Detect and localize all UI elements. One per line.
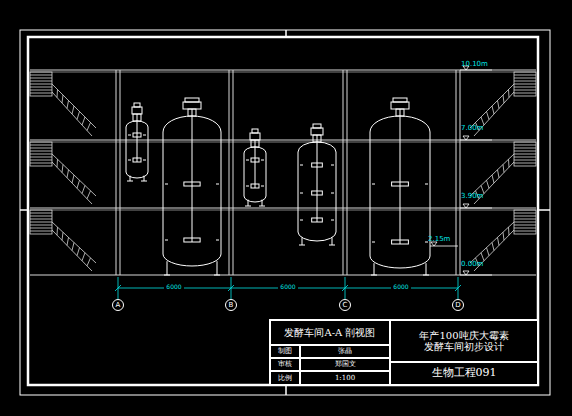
field-label: 审核 [270,358,300,371]
elevation-marks [430,66,492,275]
field-value: 郑国文 [300,358,390,371]
axis-bubble: C [339,299,351,311]
cell-text: 发酵车间A-A 剖视图 [284,327,375,339]
cell-text: B [229,301,234,309]
cell-text: 比例 [278,374,292,382]
outer-frame [20,30,550,395]
dimension-text: 6000 [278,284,297,290]
cell-text: 年产100吨庆大霉素 [419,330,508,342]
elevation-label: 7.00m [461,125,483,132]
axis-bubble: A [112,299,124,311]
cell-text: 郑国文 [335,360,356,368]
cell-text: 审核 [278,360,292,368]
field-label: 比例 [270,371,300,385]
elevation-label: 0.00m [461,261,483,268]
cell-text: 发酵车间初步设计 [424,341,504,353]
title-block-lines [270,320,538,385]
title-cell: 发酵车间A-A 剖视图 [270,320,390,345]
field-value: 1:100 [300,371,390,385]
cell-text: 张晶 [338,347,352,355]
fermenters [126,98,430,275]
dimension-text: 6000 [164,284,183,290]
cell-text: A [116,301,121,309]
cell-text: 制图 [278,347,292,355]
stairs [30,72,536,271]
cell-text: 生物工程091 [432,367,497,380]
building-section [30,70,536,275]
dimension-text: 6000 [391,284,410,290]
cell-text: 1:100 [335,374,355,382]
class-cell: 生物工程091 [390,362,538,385]
project-cell: 年产100吨庆大霉素发酵车间初步设计 [390,320,538,362]
cell-text: C [343,301,348,309]
elevation-label: 10.10m [461,61,488,68]
axis-bubble: B [225,299,237,311]
dimension-line [115,277,461,299]
elevation-label: 3.90m [461,193,483,200]
inner-frame [28,37,538,385]
cell-text: D [455,301,460,309]
elevation-label: 2.15m [428,236,450,243]
field-value: 张晶 [300,345,390,358]
field-label: 制图 [270,345,300,358]
axis-bubble: D [452,299,464,311]
frame-ticks [20,30,550,395]
